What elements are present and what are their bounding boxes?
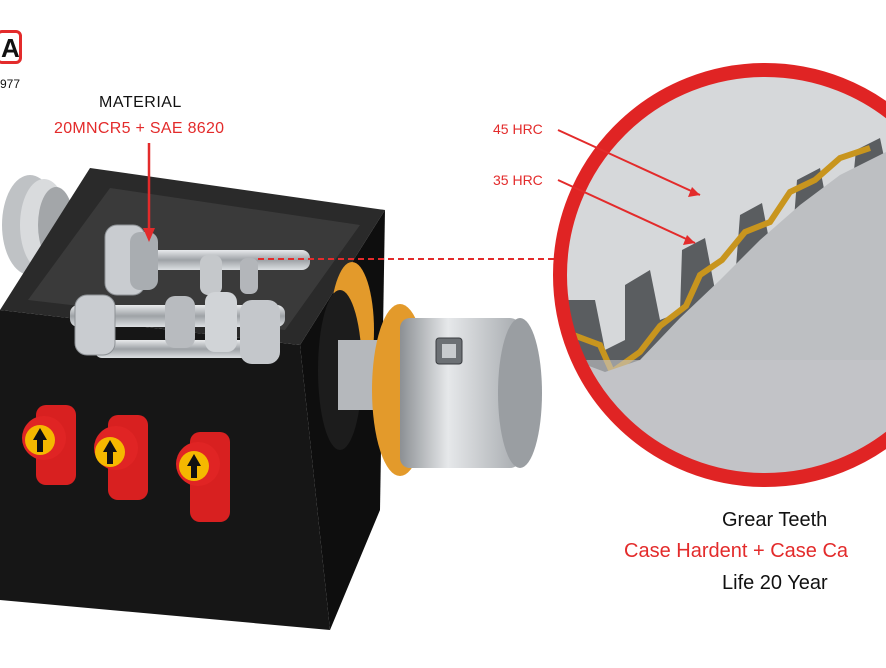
hardness-pointers (557, 129, 701, 245)
hardness-outer-label: 45 HRC (493, 121, 543, 137)
hardness-inner-label: 35 HRC (493, 172, 543, 188)
logo-year: 977 (0, 77, 21, 91)
chuck-assembly (318, 262, 542, 476)
brand-logo: A (0, 22, 24, 70)
caption-teeth: Grear Teeth (722, 509, 828, 531)
material-pointer (143, 143, 155, 242)
lever-1 (22, 405, 76, 485)
logo-letter: A (1, 33, 20, 63)
caption-treatment: Case Hardent + Case Ca (624, 540, 849, 562)
material-value: 20MNCR5 + SAE 8620 (54, 120, 225, 137)
lever-2 (94, 415, 148, 500)
material-title: MATERIAL (99, 94, 182, 111)
control-levers (22, 405, 230, 522)
gear-train (70, 224, 310, 364)
lever-3 (176, 432, 230, 522)
caption-life: Life 20 Year (722, 572, 828, 594)
magnifier-lens (553, 63, 886, 487)
